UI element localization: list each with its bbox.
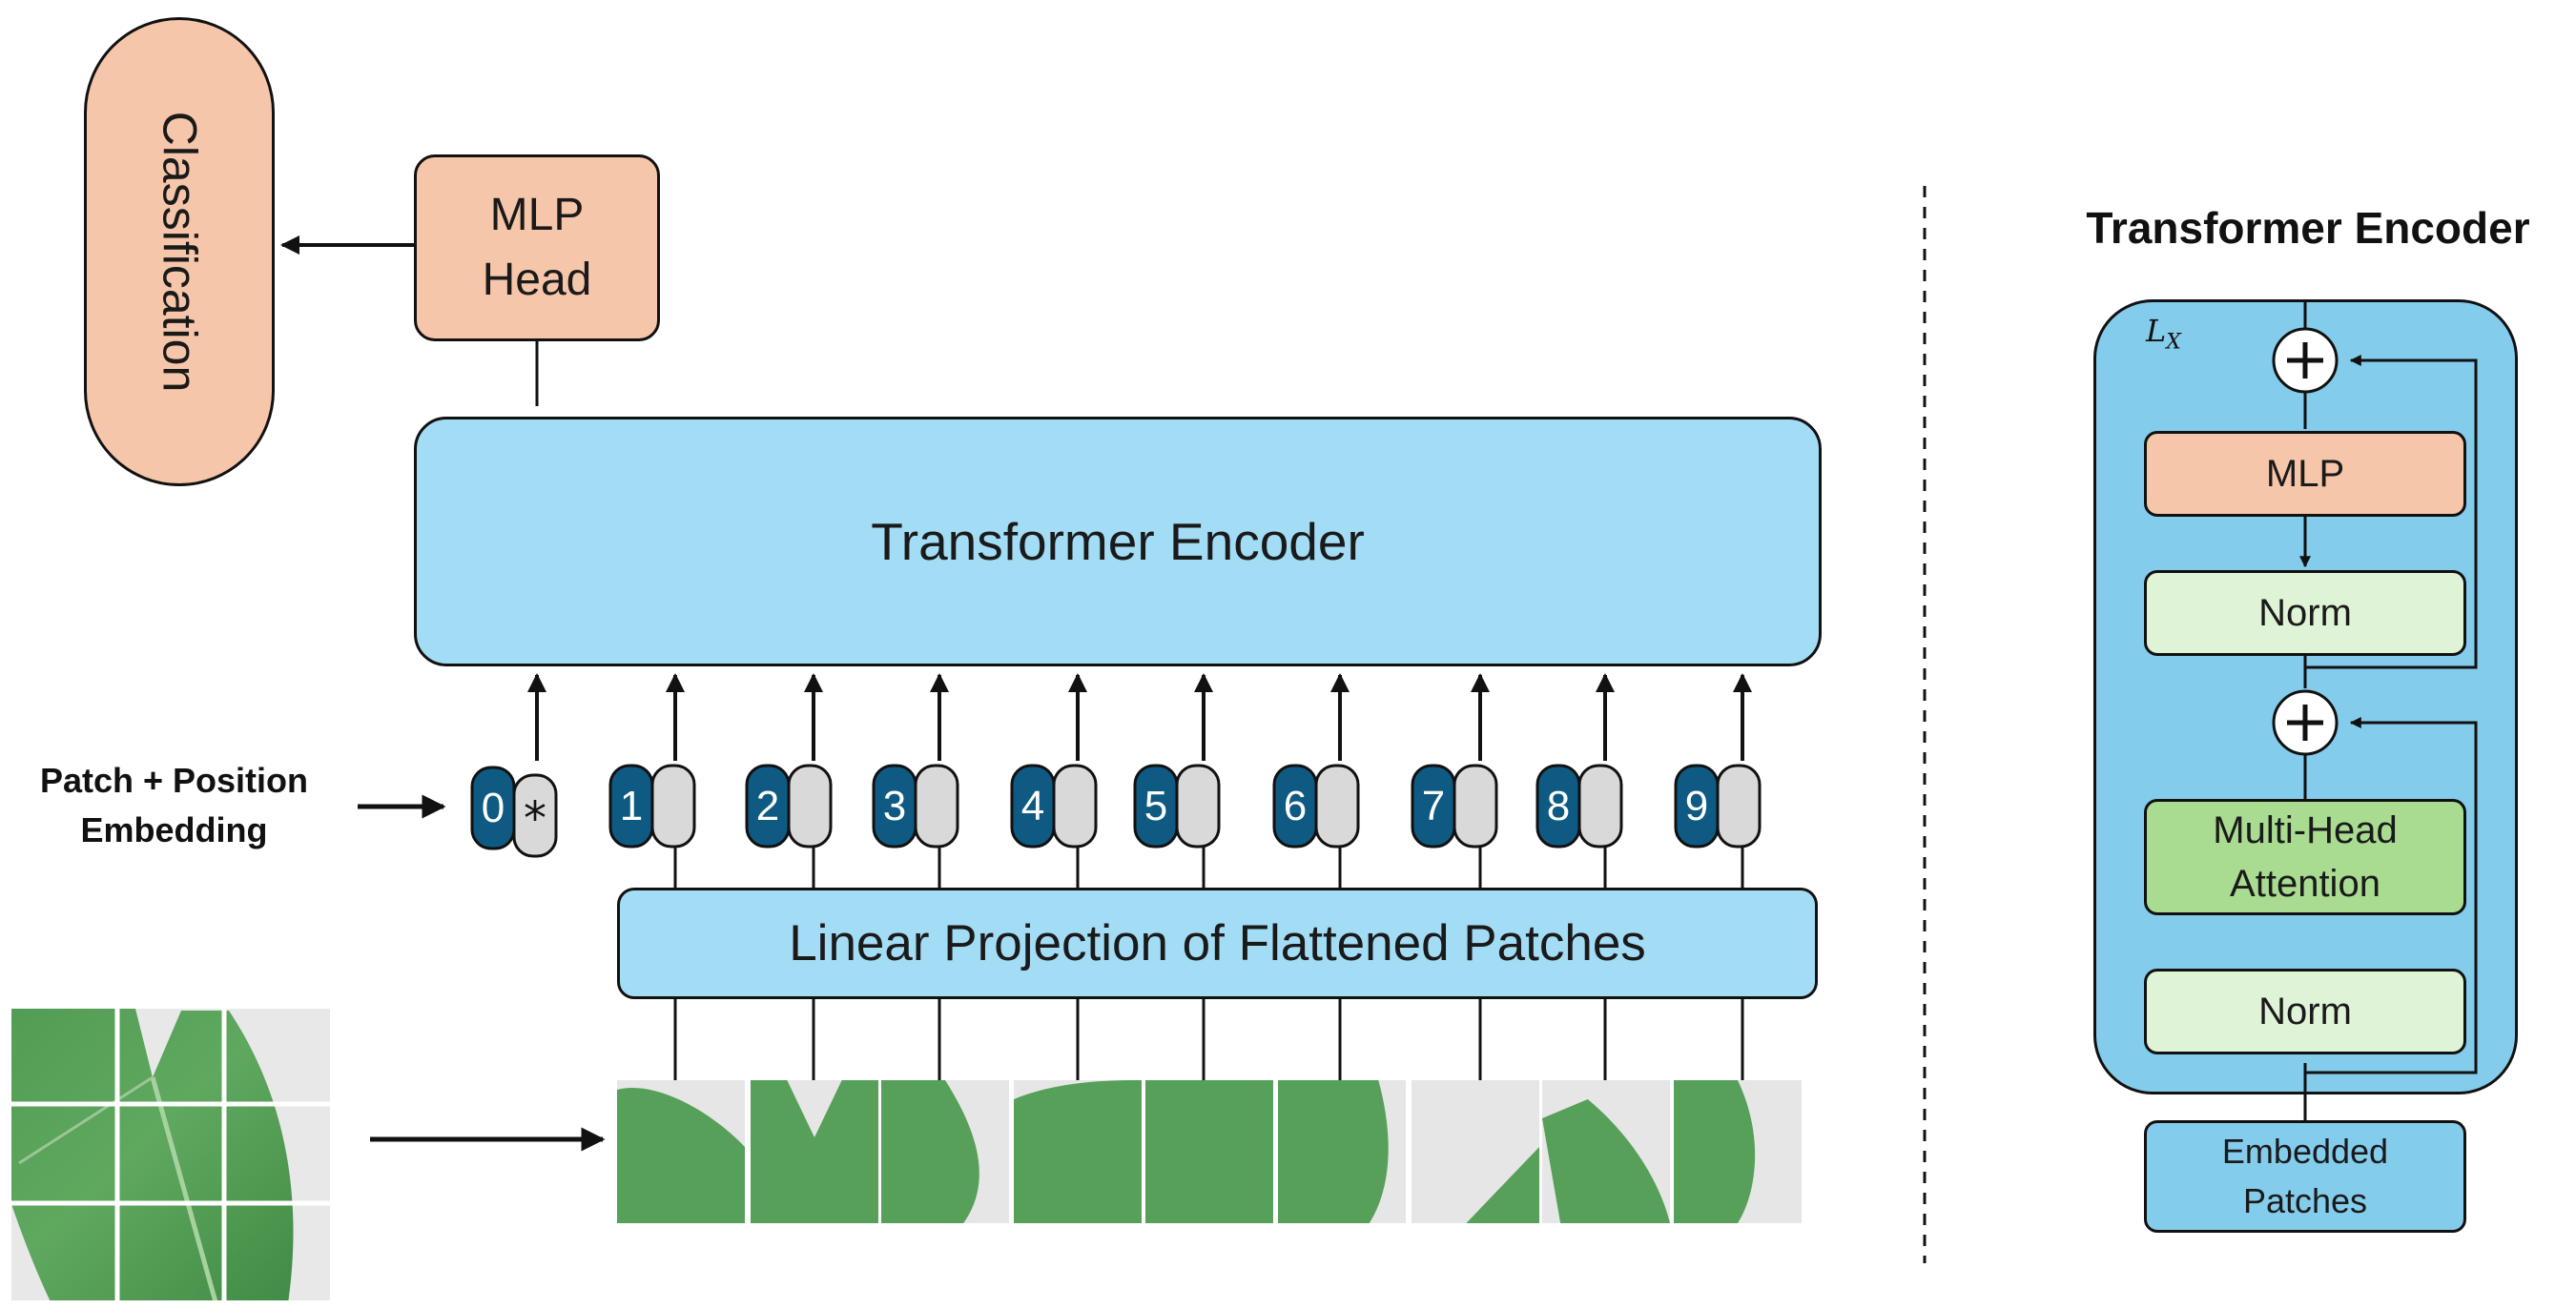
image-patch (881, 1080, 1009, 1223)
position-token: 5 (1133, 764, 1221, 849)
token-index-label: 5 (1144, 783, 1167, 829)
mlp-head-label: MLP Head (482, 190, 592, 305)
token-index-label: 2 (756, 783, 779, 829)
classification-box: Classification (84, 17, 275, 486)
embedded-patches-box: Embedded Patches (2144, 1120, 2466, 1233)
linear-projection-box: Linear Projection of Flattened Patches (617, 888, 1818, 999)
token-index-label: 9 (1685, 783, 1708, 829)
detail-attention-label: Multi-Head Attention (2213, 809, 2398, 905)
position-token: 1 (608, 764, 696, 849)
detail-title: Transformer Encoder (2086, 203, 2530, 253)
position-token: 7 (1411, 764, 1498, 849)
source-image (11, 1009, 330, 1300)
position-token: 4 (1010, 764, 1098, 849)
token-index-label: 4 (1021, 783, 1044, 829)
detail-norm-bottom-label: Norm (2258, 990, 2352, 1033)
image-patch (1674, 1080, 1802, 1223)
position-token: 8 (1535, 764, 1623, 849)
token-index-label: 1 (620, 783, 643, 829)
embedding-label: Patch + Position Embedding (39, 761, 309, 849)
position-token: 6 (1272, 764, 1360, 849)
mlp-head-box: MLP Head (414, 154, 660, 341)
token-index-label: 8 (1547, 783, 1570, 829)
detail-attention-box: Multi-Head Attention (2144, 799, 2466, 915)
image-patch (1542, 1080, 1670, 1223)
token-index-label: 6 (1284, 783, 1307, 829)
detail-norm-top-label: Norm (2258, 591, 2352, 634)
linear-projection-label: Linear Projection of Flattened Patches (789, 915, 1646, 972)
image-patch (617, 1080, 745, 1223)
detail-norm-bottom-box: Norm (2144, 969, 2466, 1054)
add-node-bottom (2272, 689, 2339, 756)
position-token: 0* (470, 766, 558, 858)
token-index-label: 7 (1422, 783, 1445, 829)
position-token: 2 (745, 764, 833, 849)
token-index-label: 0 (482, 785, 505, 831)
image-patch (1278, 1080, 1406, 1223)
image-patch (1412, 1080, 1539, 1223)
detail-mlp-box: MLP (2144, 431, 2466, 517)
cls-token-symbol: * (524, 792, 546, 846)
layers-label: LX (2146, 313, 2181, 354)
detail-norm-top-box: Norm (2144, 570, 2466, 656)
transformer-encoder-label: Transformer Encoder (871, 512, 1365, 571)
image-patch (751, 1080, 878, 1223)
transformer-encoder-box: Transformer Encoder (414, 417, 1822, 666)
position-token: 9 (1674, 764, 1762, 849)
layers-label-main: L (2146, 313, 2167, 349)
layers-label-sub: X (2166, 330, 2181, 355)
image-patch (1145, 1080, 1273, 1223)
detail-mlp-label: MLP (2265, 452, 2345, 495)
position-token: 3 (872, 764, 959, 849)
embedded-patches-label: Embedded Patches (2221, 1132, 2389, 1220)
add-node-top (2272, 327, 2339, 394)
image-patch (1014, 1080, 1142, 1223)
token-index-label: 3 (883, 783, 906, 829)
